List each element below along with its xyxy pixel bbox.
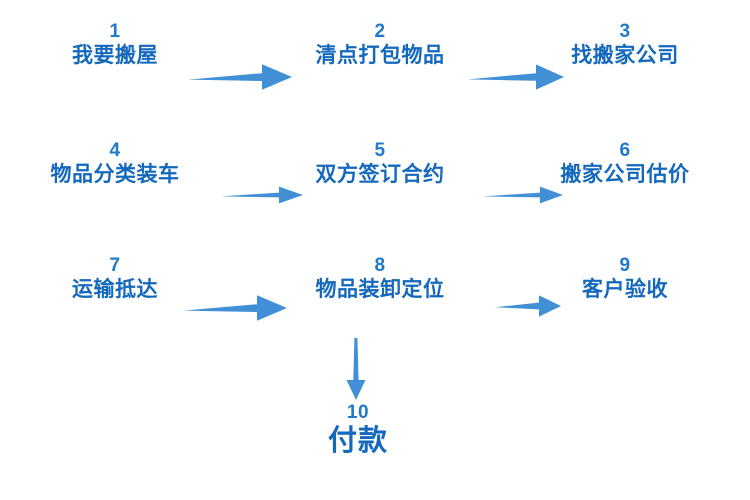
step-node-1[interactable]: 1 我要搬屋 <box>72 22 158 70</box>
step-number-10: 10 <box>346 402 370 423</box>
step-label-5: 双方签订合约 <box>315 162 445 186</box>
arrow-2-to-3-icon <box>468 62 564 92</box>
step-number-8: 8 <box>374 255 386 276</box>
step-node-10[interactable]: 10 付款 <box>328 403 388 459</box>
step-label-2: 清点打包物品 <box>315 43 445 67</box>
arrow-7-to-8-icon <box>183 293 287 323</box>
step-label-10: 付款 <box>327 424 389 457</box>
step-number-6: 6 <box>619 140 631 161</box>
step-number-4: 4 <box>109 140 121 161</box>
arrow-4-to-5-icon <box>221 185 303 205</box>
step-number-9: 9 <box>619 255 631 276</box>
step-node-2[interactable]: 2 清点打包物品 <box>316 22 445 70</box>
arrow-1-to-2-icon <box>188 62 292 92</box>
arrow-5-to-6-icon <box>483 185 563 205</box>
step-node-5[interactable]: 5 双方签订合约 <box>316 141 445 189</box>
step-node-7[interactable]: 7 运输抵达 <box>72 256 158 304</box>
step-node-8[interactable]: 8 物品装卸定位 <box>316 256 445 304</box>
step-node-9[interactable]: 9 客户验收 <box>582 256 668 304</box>
step-node-4[interactable]: 4 物品分类装车 <box>51 141 180 189</box>
step-label-7: 运输抵达 <box>72 277 158 301</box>
step-label-1: 我要搬屋 <box>72 43 158 67</box>
step-node-6[interactable]: 6 搬家公司估价 <box>561 141 690 189</box>
step-number-3: 3 <box>619 21 631 42</box>
step-node-3[interactable]: 3 找搬家公司 <box>571 22 679 70</box>
step-label-9: 客户验收 <box>582 277 668 301</box>
step-number-7: 7 <box>109 255 121 276</box>
step-label-4: 物品分类装车 <box>50 162 180 186</box>
step-number-2: 2 <box>374 21 386 42</box>
arrow-8-to-10-icon <box>344 338 368 400</box>
arrow-8-to-9-icon <box>495 293 561 319</box>
step-label-3: 找搬家公司 <box>571 43 679 67</box>
step-number-5: 5 <box>374 140 386 161</box>
step-label-8: 物品装卸定位 <box>315 277 445 301</box>
step-label-6: 搬家公司估价 <box>560 162 690 186</box>
step-number-1: 1 <box>109 21 121 42</box>
